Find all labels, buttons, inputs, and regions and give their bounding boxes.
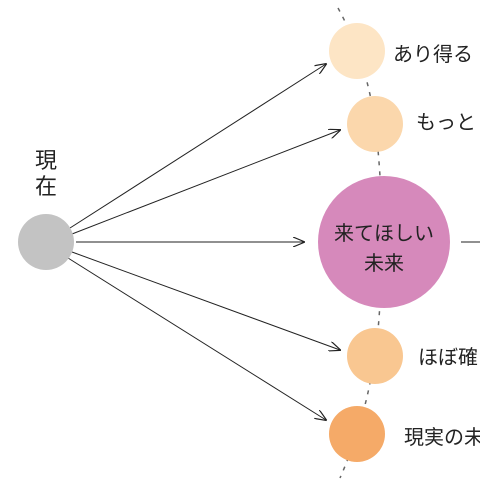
possible-future-label: あり得る	[393, 42, 473, 66]
probable-future-label: ほぼ確	[418, 345, 478, 369]
preferred-future-label-line2: 未来	[364, 251, 404, 275]
preferred-future-node	[318, 176, 450, 308]
possible-future-node	[329, 23, 385, 79]
plausible-future-label: もっと	[416, 110, 476, 134]
projected-future-label: 現実の未	[404, 425, 480, 449]
arrow-to-possible-future	[69, 64, 326, 229]
preferred-future-label-line1: 来てほしい	[334, 221, 434, 245]
probable-future-node	[347, 328, 403, 384]
arrow-to-projected-future	[67, 257, 326, 420]
projected-future-node	[329, 406, 385, 462]
present-node	[18, 214, 74, 270]
arrow-to-probable-future	[71, 251, 340, 350]
present-label-line2: 在	[35, 175, 57, 200]
present-label-line1: 現	[35, 149, 57, 174]
arrow-to-plausible-future	[71, 130, 340, 235]
plausible-future-node	[347, 96, 403, 152]
